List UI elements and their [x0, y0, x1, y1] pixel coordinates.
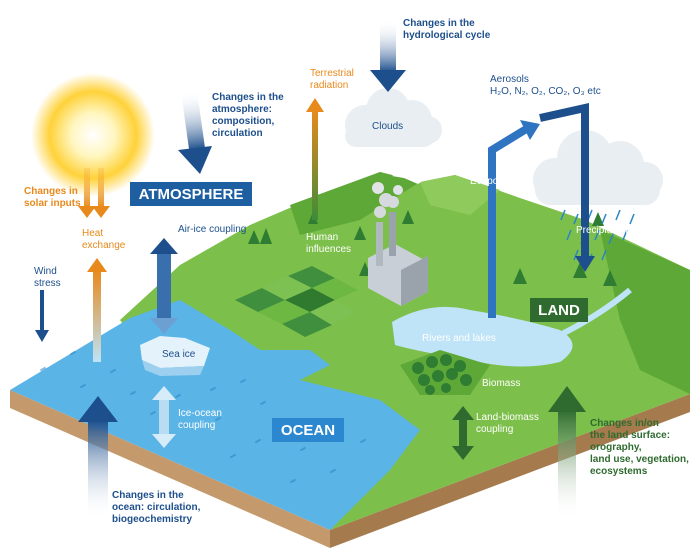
sun-icon — [31, 73, 155, 197]
human-influences-label: Human influences — [306, 232, 351, 256]
hydrological-cycle-label: Changes in the hydrological cycle — [403, 18, 490, 42]
hydrological-arrow-icon — [370, 20, 406, 92]
aerosols-label: Aerosols H₂O, N₂, O₂, CO₂, O₃ etc — [490, 74, 601, 98]
rivers-lakes-label: Rivers and lakes — [422, 333, 496, 345]
rain-cloud-icon — [533, 130, 663, 205]
land-biomass-coupling-label: Land-biomass coupling — [476, 412, 539, 436]
ice-ocean-coupling-label: Ice-ocean coupling — [178, 408, 222, 432]
sea-ice-label: Sea ice — [162, 349, 195, 361]
land-surface-change-label: Changes in/on the land surface: orograph… — [590, 418, 689, 478]
air-ice-coupling-label: Air-ice coupling — [178, 224, 246, 236]
biomass-label: Biomass — [482, 378, 520, 390]
precipitation-label: Precipitation — [576, 225, 631, 237]
clouds-label: Clouds — [372, 121, 403, 133]
evaporation-label: Evaporation — [470, 176, 523, 188]
wind-stress-arrow-icon — [35, 290, 49, 342]
ocean-change-label: Changes in the ocean: circulation, bioge… — [112, 490, 200, 526]
atmosphere-badge: ATMOSPHERE — [130, 186, 252, 203]
heat-exchange-label: Heat exchange — [82, 228, 125, 252]
atmosphere-change-label: Changes in the atmosphere: composition, … — [212, 92, 284, 140]
terrestrial-radiation-label: Terrestrial radiation — [310, 68, 354, 92]
land-badge: LAND — [530, 302, 588, 319]
atmosphere-arrow-icon — [178, 89, 212, 174]
cloud-small-icon — [345, 88, 442, 147]
solar-inputs-label: Changes in solar inputs — [24, 186, 81, 210]
ocean-badge: OCEAN — [272, 422, 344, 439]
wind-stress-label: Wind stress — [34, 266, 61, 290]
